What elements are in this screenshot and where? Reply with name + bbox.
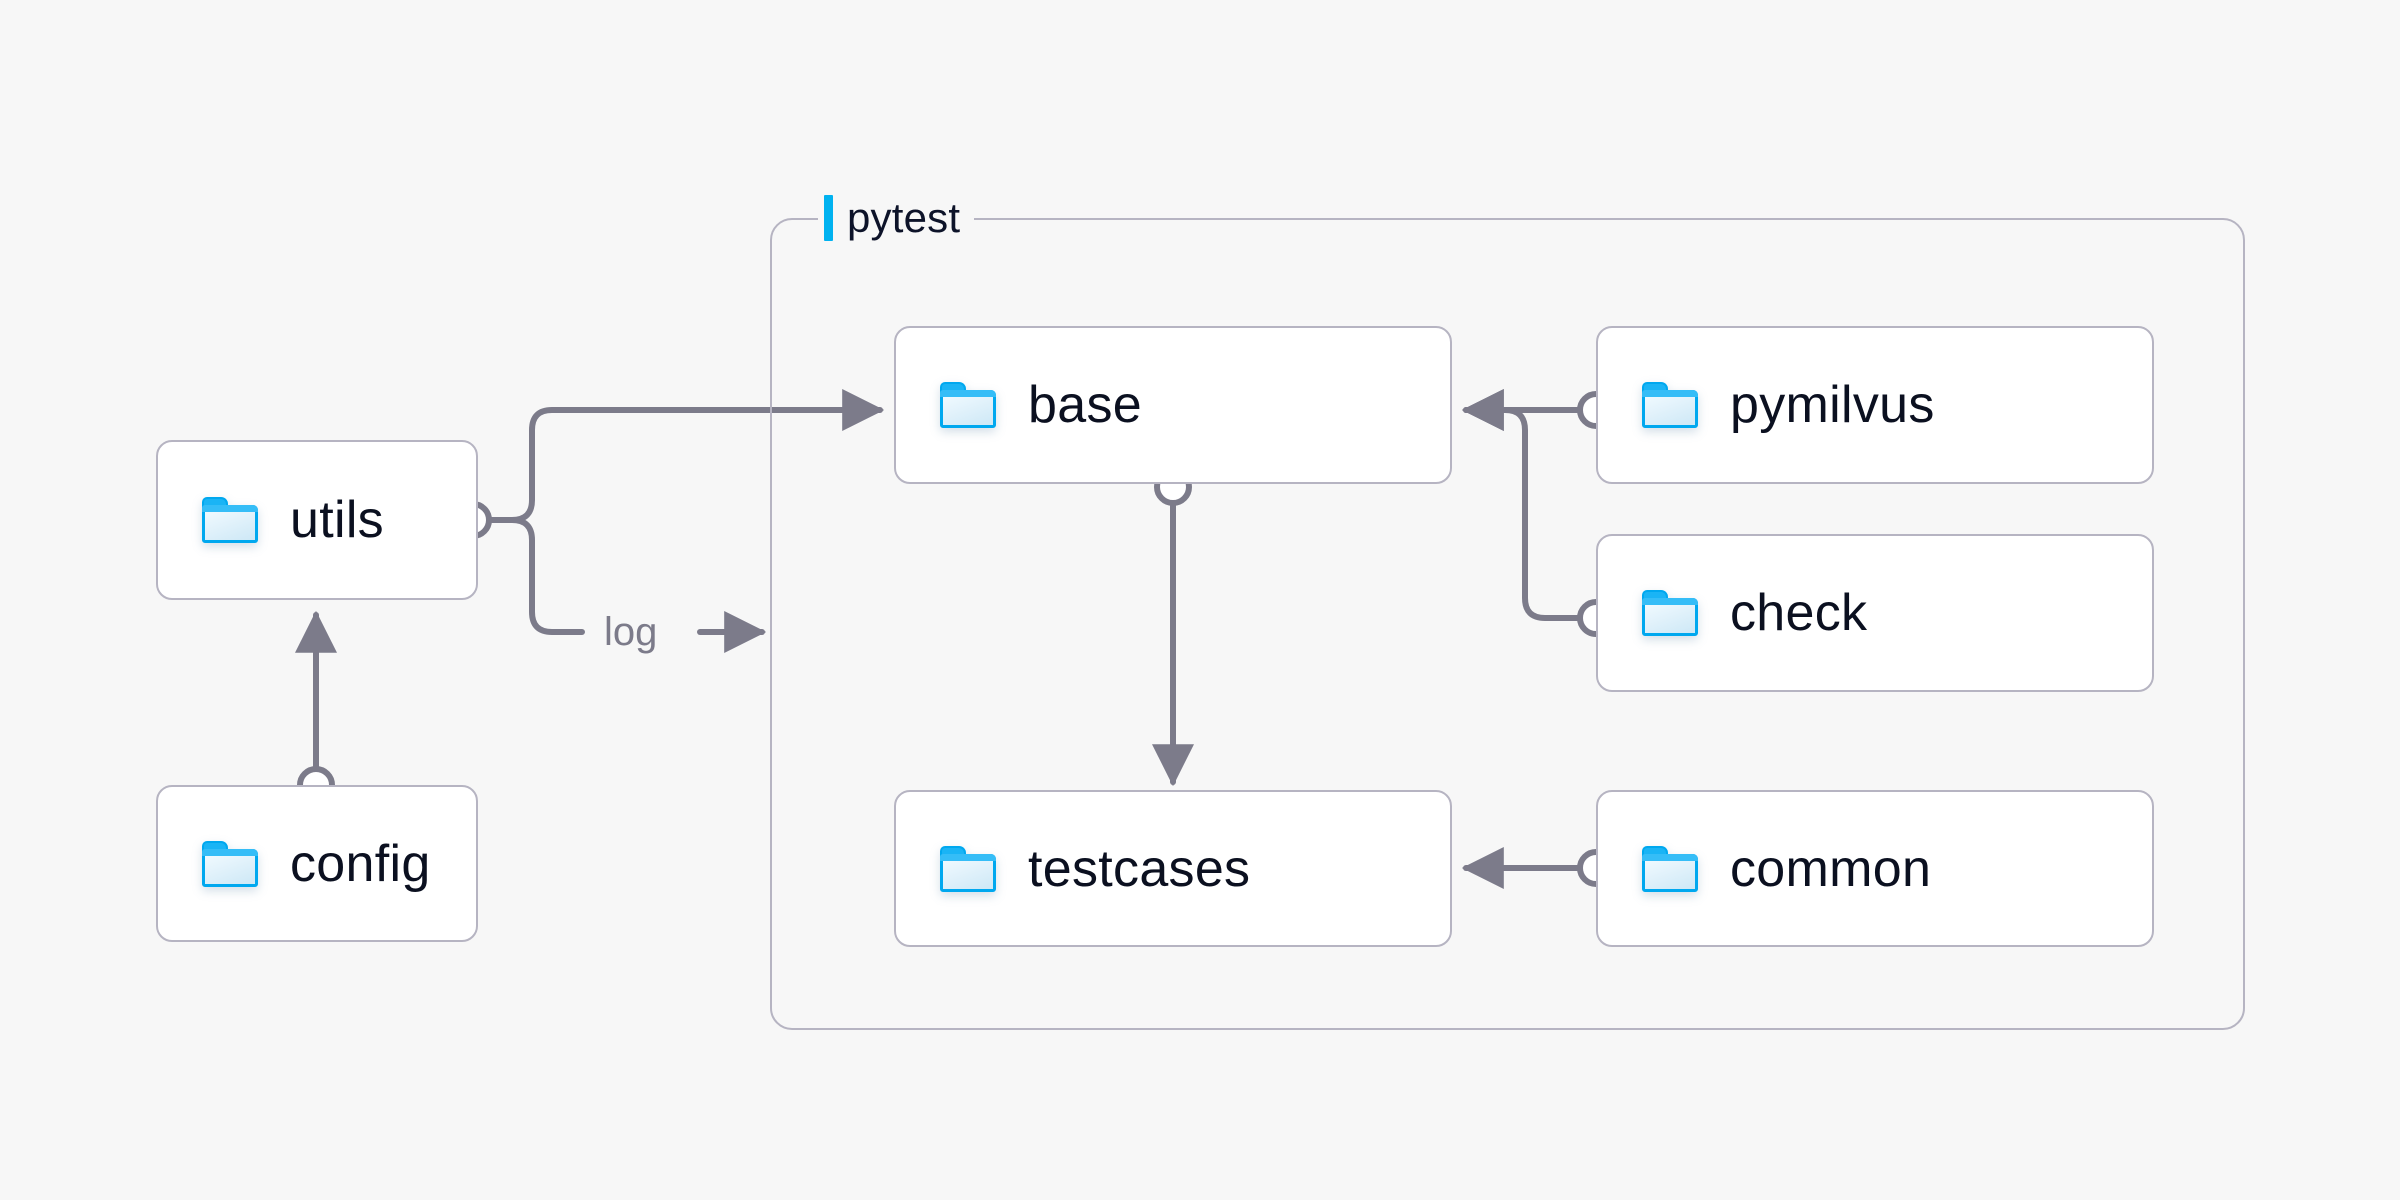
node-testcases[interactable]: testcases bbox=[894, 790, 1452, 947]
edge-label-log: log bbox=[604, 610, 658, 654]
node-label-base: base bbox=[1028, 376, 1142, 434]
node-label-pymilvus: pymilvus bbox=[1730, 376, 1935, 434]
folder-icon bbox=[940, 845, 996, 892]
node-config[interactable]: config bbox=[156, 785, 478, 942]
folder-icon bbox=[1642, 382, 1698, 428]
node-label-common: common bbox=[1730, 839, 1932, 898]
folder-icon bbox=[940, 382, 996, 428]
group-accent-bar bbox=[824, 195, 833, 241]
group-pytest[interactable] bbox=[770, 218, 2245, 1030]
group-pytest-title: pytest bbox=[818, 194, 975, 241]
node-utils[interactable]: utils bbox=[156, 440, 478, 600]
folder-icon bbox=[1642, 845, 1698, 892]
group-title-label: pytest bbox=[847, 194, 961, 241]
node-label-utils: utils bbox=[290, 491, 384, 549]
folder-icon bbox=[202, 840, 258, 887]
node-label-config: config bbox=[290, 834, 431, 893]
node-common[interactable]: common bbox=[1596, 790, 2154, 947]
node-label-check: check bbox=[1730, 584, 1868, 642]
node-base[interactable]: base bbox=[894, 326, 1452, 484]
node-label-testcases: testcases bbox=[1028, 839, 1251, 898]
folder-icon bbox=[1642, 590, 1698, 636]
node-check[interactable]: check bbox=[1596, 534, 2154, 692]
folder-icon bbox=[202, 497, 258, 543]
node-pymilvus[interactable]: pymilvus bbox=[1596, 326, 2154, 484]
